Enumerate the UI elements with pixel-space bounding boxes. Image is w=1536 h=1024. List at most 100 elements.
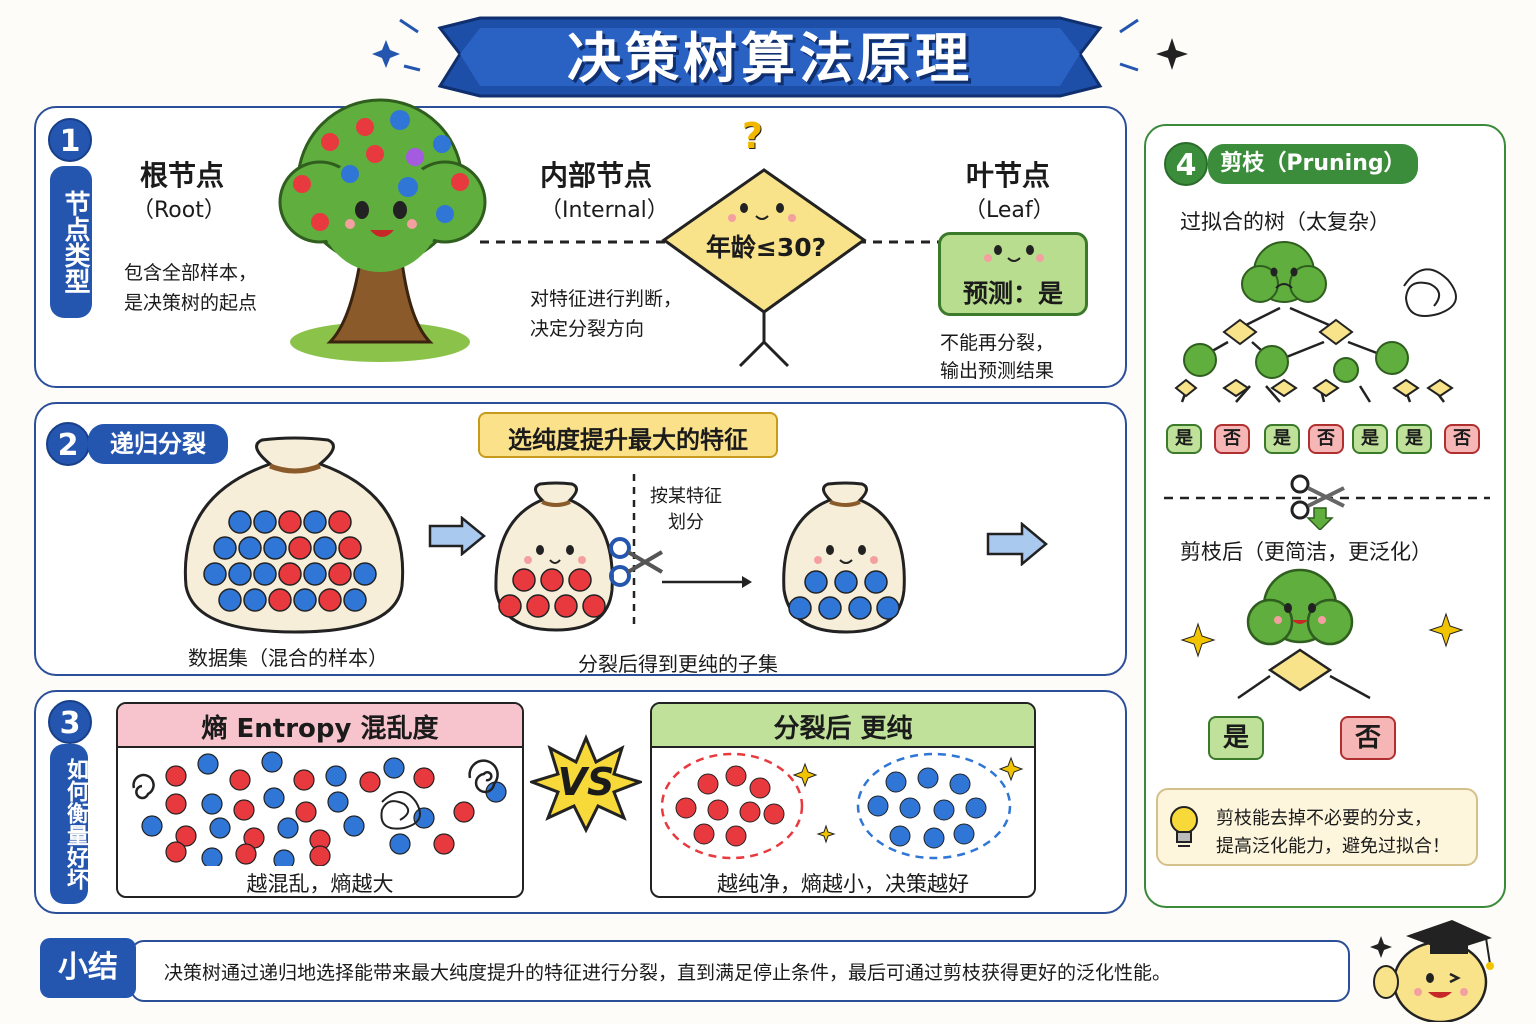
sample-dot xyxy=(243,588,267,612)
sample-dot xyxy=(453,801,475,823)
tip-text: 提高泛化能力，避免过拟合！ xyxy=(1216,836,1450,857)
question-mark-icon: ? xyxy=(742,116,763,157)
sample-dot xyxy=(263,787,285,809)
sample-dot xyxy=(413,807,435,829)
leaf-yes: 是 xyxy=(1396,424,1432,454)
section-number: 3 xyxy=(48,700,92,744)
sample-dot xyxy=(209,817,231,839)
mixed-dots xyxy=(132,751,507,866)
sample-dot xyxy=(228,562,252,586)
arrow-right-icon xyxy=(986,522,1048,566)
sample-dot xyxy=(197,753,219,775)
vs-burst xyxy=(530,734,642,834)
sample-dot xyxy=(383,757,405,779)
overfit-title: 过拟合的树（太复杂） xyxy=(1180,210,1390,234)
sample-dot xyxy=(293,588,317,612)
sample-dot xyxy=(328,562,352,586)
pruned-leaf-yes: 是 xyxy=(1208,716,1264,760)
root-desc: 包含全部样本， xyxy=(124,262,258,284)
overfit-tree xyxy=(1174,241,1457,403)
sample-dot xyxy=(413,767,435,789)
red-subset-bag xyxy=(494,481,614,632)
leaf-title: 叶节点 xyxy=(966,159,1051,192)
leaf-yes: 是 xyxy=(1166,424,1202,454)
pruned-tree xyxy=(1180,568,1464,700)
internal-title: 内部节点 xyxy=(540,159,653,192)
leaf-subtitle: （Leaf） xyxy=(964,198,1055,223)
sample-dot xyxy=(277,817,299,839)
sample-dot xyxy=(273,849,295,866)
split-divider xyxy=(632,474,752,626)
sample-dot xyxy=(235,843,257,865)
sample-dot xyxy=(389,833,411,855)
sample-dot xyxy=(218,588,242,612)
dataset-caption: 数据集（混合的样本） xyxy=(188,646,388,670)
summary-label: 小结 xyxy=(40,938,136,998)
internal-desc: 对特征进行判断， xyxy=(530,288,683,310)
sample-dot xyxy=(201,847,223,866)
criterion-banner xyxy=(478,412,778,458)
sample-dot xyxy=(293,769,315,791)
sample-dot xyxy=(175,825,197,847)
section-number: 1 xyxy=(48,118,92,162)
pure-groups xyxy=(660,752,1024,860)
lightbulb-icon xyxy=(1170,806,1198,847)
sample-dot xyxy=(288,536,312,560)
section-label: 剪枝（Pruning） xyxy=(1208,144,1418,184)
root-subtitle: （Root） xyxy=(132,198,226,223)
sample-dot xyxy=(343,815,365,837)
sample-dot xyxy=(303,562,327,586)
section-label: 如何衡量好坏 xyxy=(50,744,88,904)
leaf-yes: 是 xyxy=(1264,424,1300,454)
sample-dot xyxy=(238,536,262,560)
prune-cut-line xyxy=(1164,474,1490,530)
sample-dot xyxy=(213,536,237,560)
sample-dot xyxy=(327,791,349,813)
sample-dot xyxy=(295,801,317,823)
section-label: 节点类型 xyxy=(50,166,92,318)
sample-dot xyxy=(278,510,302,534)
leaf-no: 否 xyxy=(1308,424,1344,454)
after-title: 剪枝后（更简洁，更泛化） xyxy=(1180,540,1432,564)
pruned-leaf-no: 否 xyxy=(1340,716,1396,760)
leaf-box xyxy=(938,232,1088,316)
root-desc: 是决策树的起点 xyxy=(124,292,258,314)
sample-dot xyxy=(313,536,337,560)
summary-box xyxy=(130,940,1350,1002)
internal-desc: 决定分裂方向 xyxy=(530,318,645,340)
section-number: 4 xyxy=(1164,142,1208,186)
purity-caption: 越纯净，熵越小，决策越好 xyxy=(717,872,969,896)
tip-text: 剪枝能去掉不必要的分支， xyxy=(1216,808,1432,829)
page-title: 决策树算法原理 xyxy=(567,27,973,90)
sample-dot xyxy=(253,562,277,586)
sample-dot xyxy=(229,769,251,791)
sample-dot xyxy=(165,765,187,787)
sample-dot xyxy=(165,841,187,863)
sample-dot xyxy=(325,765,347,787)
blue-subset-bag xyxy=(782,481,906,634)
leaf-desc: 不能再分裂， xyxy=(940,332,1055,354)
leaf-prediction: 预测：是 xyxy=(962,279,1063,308)
sample-dot xyxy=(263,536,287,560)
leaf-desc: 输出预测结果 xyxy=(940,360,1055,382)
sample-dot xyxy=(433,833,455,855)
tree-illustration xyxy=(278,98,487,362)
sample-dot xyxy=(261,751,283,773)
mixed-dataset-bag xyxy=(183,436,405,634)
title-ribbon xyxy=(437,16,1103,98)
sample-dot xyxy=(359,771,381,793)
sample-dot xyxy=(228,510,252,534)
sparkle-icon xyxy=(372,18,421,72)
tip-box xyxy=(1156,788,1478,866)
sample-dot xyxy=(303,510,327,534)
sample-dot xyxy=(141,815,163,837)
scissors-icon xyxy=(609,537,664,587)
internal-subtitle: （Internal） xyxy=(540,198,669,223)
sample-dot xyxy=(338,536,362,560)
sample-dot xyxy=(268,588,292,612)
sample-dot xyxy=(165,793,187,815)
section-label: 递归分裂 xyxy=(88,424,228,464)
split-note: 划分 xyxy=(668,512,704,533)
sample-dot xyxy=(201,793,223,815)
